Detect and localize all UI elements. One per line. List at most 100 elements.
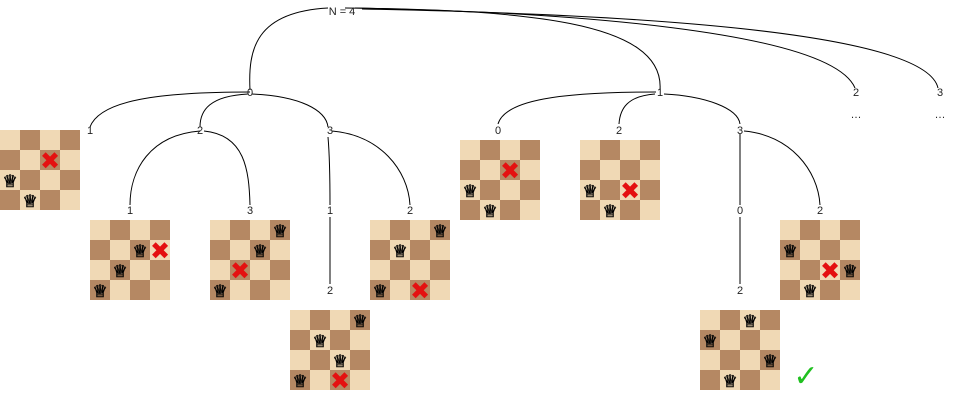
node-1-label: 1 [657, 87, 663, 99]
edge-1-3 [663, 93, 741, 125]
board-square [520, 180, 540, 200]
board-square [60, 190, 80, 210]
board-square [310, 350, 330, 370]
board-square [230, 260, 250, 280]
queen-icon: ♕ [602, 202, 617, 222]
board-square [840, 280, 860, 300]
node-1-2-label: 2 [616, 125, 622, 137]
board-square [40, 190, 60, 210]
board-square [0, 130, 20, 150]
board-b-0-3-1: ♕♕♕✖ [370, 220, 450, 305]
board-square [410, 280, 430, 300]
board-square [720, 310, 740, 330]
conflict-x-icon: ✖ [330, 367, 350, 395]
edge-1-0 [497, 91, 657, 125]
edge-root-0 [249, 7, 329, 91]
node-3-continuation: … [935, 109, 946, 121]
board-square [250, 280, 270, 300]
board-square [600, 180, 620, 200]
board-square [480, 180, 500, 200]
board-square [290, 370, 310, 390]
board-square [820, 240, 840, 260]
board-square [460, 200, 480, 220]
board-square [90, 280, 110, 300]
board-square [580, 200, 600, 220]
board-square [130, 240, 150, 260]
board-square [600, 200, 620, 220]
board-square [740, 350, 760, 370]
board-square [410, 260, 430, 280]
chessboards: ♕♕✖♕♕♕✖♕♕♕✖♕♕♕✖♕♕♕♕✖♕♕✖♕♕✖♕♕♕✖♕♕♕♕✓ [0, 130, 860, 395]
board-square [20, 130, 40, 150]
queen-icon: ♕ [312, 332, 327, 352]
board-b-0-2-3: ♕♕♕✖ [210, 220, 290, 302]
board-square [410, 220, 430, 240]
conflict-x-icon: ✖ [410, 277, 430, 305]
board-square [110, 240, 130, 260]
node-0-2-label: 2 [197, 125, 203, 137]
board-square [210, 260, 230, 280]
board-square [620, 180, 640, 200]
node-labels: N = 4 0 1 2 3 … … 1 2 3 0 2 3 1 3 1 2 0 … [87, 6, 946, 297]
board-square [460, 180, 480, 200]
board-square [640, 160, 660, 180]
queen-icon: ♕ [392, 242, 407, 262]
board-square [130, 280, 150, 300]
board-square [800, 240, 820, 260]
board-square [230, 220, 250, 240]
board-square [410, 240, 430, 260]
node-0-3-label: 3 [327, 125, 333, 137]
board-square [700, 310, 720, 330]
board-b-1-0: ♕♕✖ [460, 140, 540, 222]
board-square [310, 330, 330, 350]
board-square [110, 220, 130, 240]
board-square [740, 370, 760, 390]
board-square [480, 160, 500, 180]
board-square [250, 220, 270, 240]
queen-icon: ♕ [782, 242, 797, 262]
board-square [90, 260, 110, 280]
board-square [40, 150, 60, 170]
board-b-0-2-1: ♕♕♕✖ [90, 220, 170, 302]
board-square [800, 280, 820, 300]
board-square [330, 310, 350, 330]
board-square [310, 370, 330, 390]
board-square [150, 260, 170, 280]
board-square [840, 240, 860, 260]
node-0-3-2-label: 2 [407, 205, 413, 217]
node-0-2-1-label: 1 [127, 205, 133, 217]
board-square [350, 350, 370, 370]
board-square [210, 240, 230, 260]
board-square [460, 140, 480, 160]
board-square [430, 260, 450, 280]
board-square [0, 190, 20, 210]
board-square [760, 370, 780, 390]
board-square [370, 280, 390, 300]
board-square [60, 130, 80, 150]
board-square [460, 160, 480, 180]
board-square [580, 140, 600, 160]
edge-0-3-2 [331, 130, 411, 206]
board-square [230, 280, 250, 300]
board-square [500, 200, 520, 220]
board-square [800, 220, 820, 240]
edge-0-2 [199, 93, 249, 128]
board-square [390, 260, 410, 280]
board-square [390, 280, 410, 300]
board-square [230, 240, 250, 260]
board-square [640, 200, 660, 220]
board-square [740, 310, 760, 330]
conflict-x-icon: ✖ [820, 257, 840, 285]
edge-root-2 [354, 7, 856, 89]
board-square [90, 220, 110, 240]
queen-icon: ♕ [702, 332, 717, 352]
board-square [640, 180, 660, 200]
board-square [840, 220, 860, 240]
queen-icon: ♕ [482, 202, 497, 222]
queen-icon: ♕ [352, 312, 367, 332]
conflict-x-icon: ✖ [620, 177, 640, 205]
queen-icon: ♕ [272, 222, 287, 242]
board-square [430, 280, 450, 300]
board-square [20, 190, 40, 210]
queen-icon: ♕ [292, 372, 307, 392]
